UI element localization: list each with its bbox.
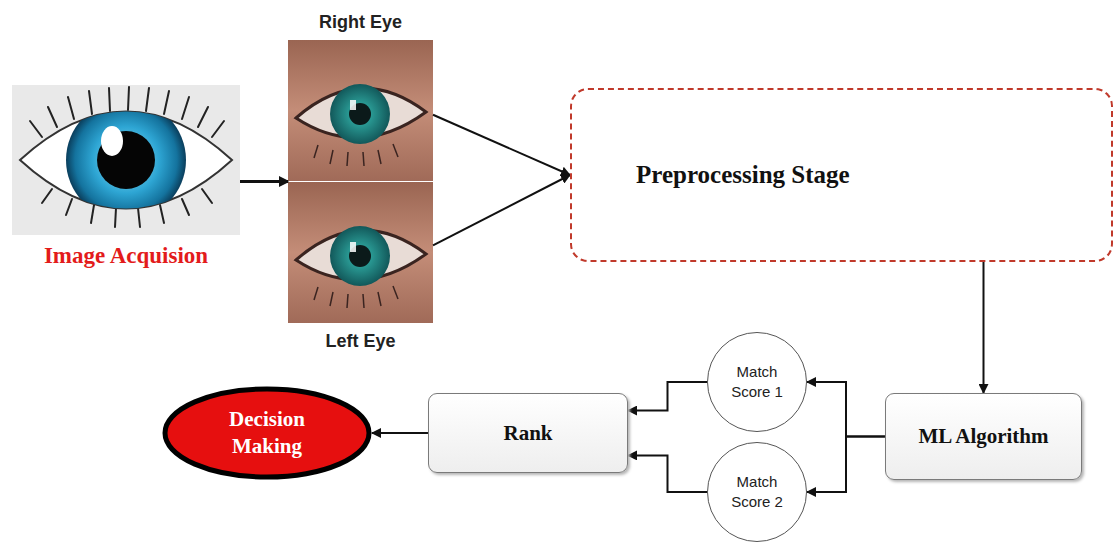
node-text: Match Score 1 [724, 362, 790, 403]
ellipse-outline [162, 386, 372, 480]
node-text: Left Eye [325, 331, 395, 352]
node-text: Match Score 2 [724, 472, 790, 513]
arrow-connector [240, 181, 288, 183]
score-circle: Match Score 2 [707, 442, 807, 542]
photo-node: Right Eye [288, 40, 433, 181]
eye-photo [288, 40, 433, 181]
eye-illustration [12, 85, 240, 235]
score-circle: Match Score 1 [707, 332, 807, 432]
node-text: Image Acquision [44, 243, 208, 269]
eye-photo [288, 182, 433, 323]
node-text: Decision Making [207, 406, 327, 461]
stage-box: Preprocessing Stage [570, 88, 1113, 262]
arrow-connector [807, 437, 885, 493]
arrow-connector [433, 115, 570, 175]
arrow-connector [628, 382, 707, 411]
node-text: Rank [493, 421, 562, 446]
process-box: Rank [428, 393, 628, 473]
arrow-connector [240, 180, 288, 182]
arrow-connector [372, 432, 428, 434]
arrow-connector [433, 175, 570, 245]
node-text: Right Eye [319, 12, 402, 33]
node-text: ML Algorithm [908, 424, 1058, 449]
illustration-node: Image Acquision [12, 85, 240, 235]
arrow-connector [983, 262, 985, 393]
photo-node: Left Eye [288, 182, 433, 323]
process-box: ML Algorithm [885, 393, 1082, 480]
arrow-connector [628, 455, 707, 492]
arrow-connector [807, 382, 885, 437]
terminal-ellipse: Decision Making [162, 386, 372, 480]
node-text: Preprocessing Stage [572, 161, 850, 189]
